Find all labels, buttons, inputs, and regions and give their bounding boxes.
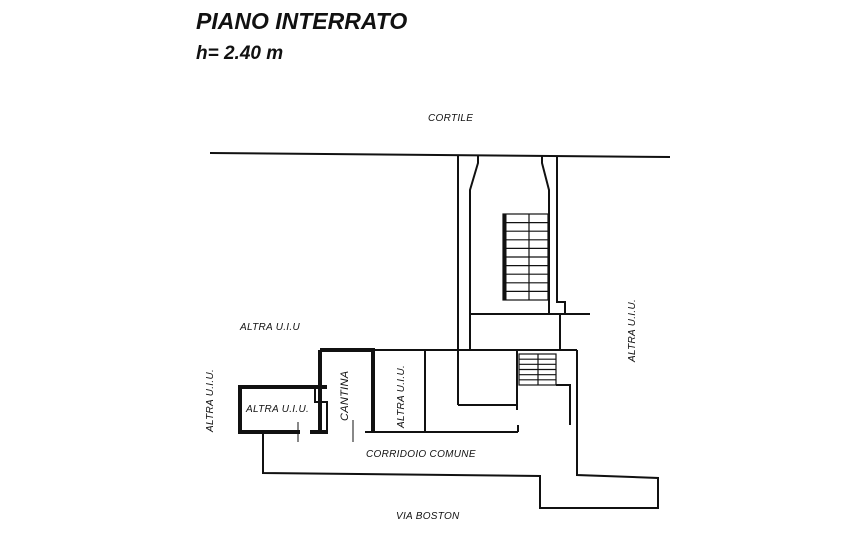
other-unit-label: ALTRA U.I.U.	[627, 298, 638, 362]
small-staircase	[518, 353, 557, 386]
street-label: VIA BOSTON	[396, 511, 460, 522]
courtyard-boundary	[209, 152, 671, 158]
courtyard-label: CORTILE	[428, 113, 474, 124]
common-corridor-label: CORRIDOIO COMUNE	[366, 449, 476, 460]
other-unit-label: ALTRA U.I.U.	[396, 364, 407, 428]
ceiling-height: h= 2.40 m	[196, 43, 284, 64]
main-staircase	[502, 213, 549, 301]
plan-title: PIANO INTERRATO	[196, 8, 408, 34]
other-unit-label: ALTRA U.I.U.	[246, 404, 310, 415]
other-unit-label: ALTRA U.I.U	[240, 322, 300, 333]
corridor-outline	[262, 350, 659, 509]
rooms	[238, 348, 577, 442]
stair-tower	[457, 155, 590, 410]
cellar-label: CANTINA	[339, 370, 351, 421]
other-unit-label: ALTRA U.I.U.	[205, 368, 216, 432]
